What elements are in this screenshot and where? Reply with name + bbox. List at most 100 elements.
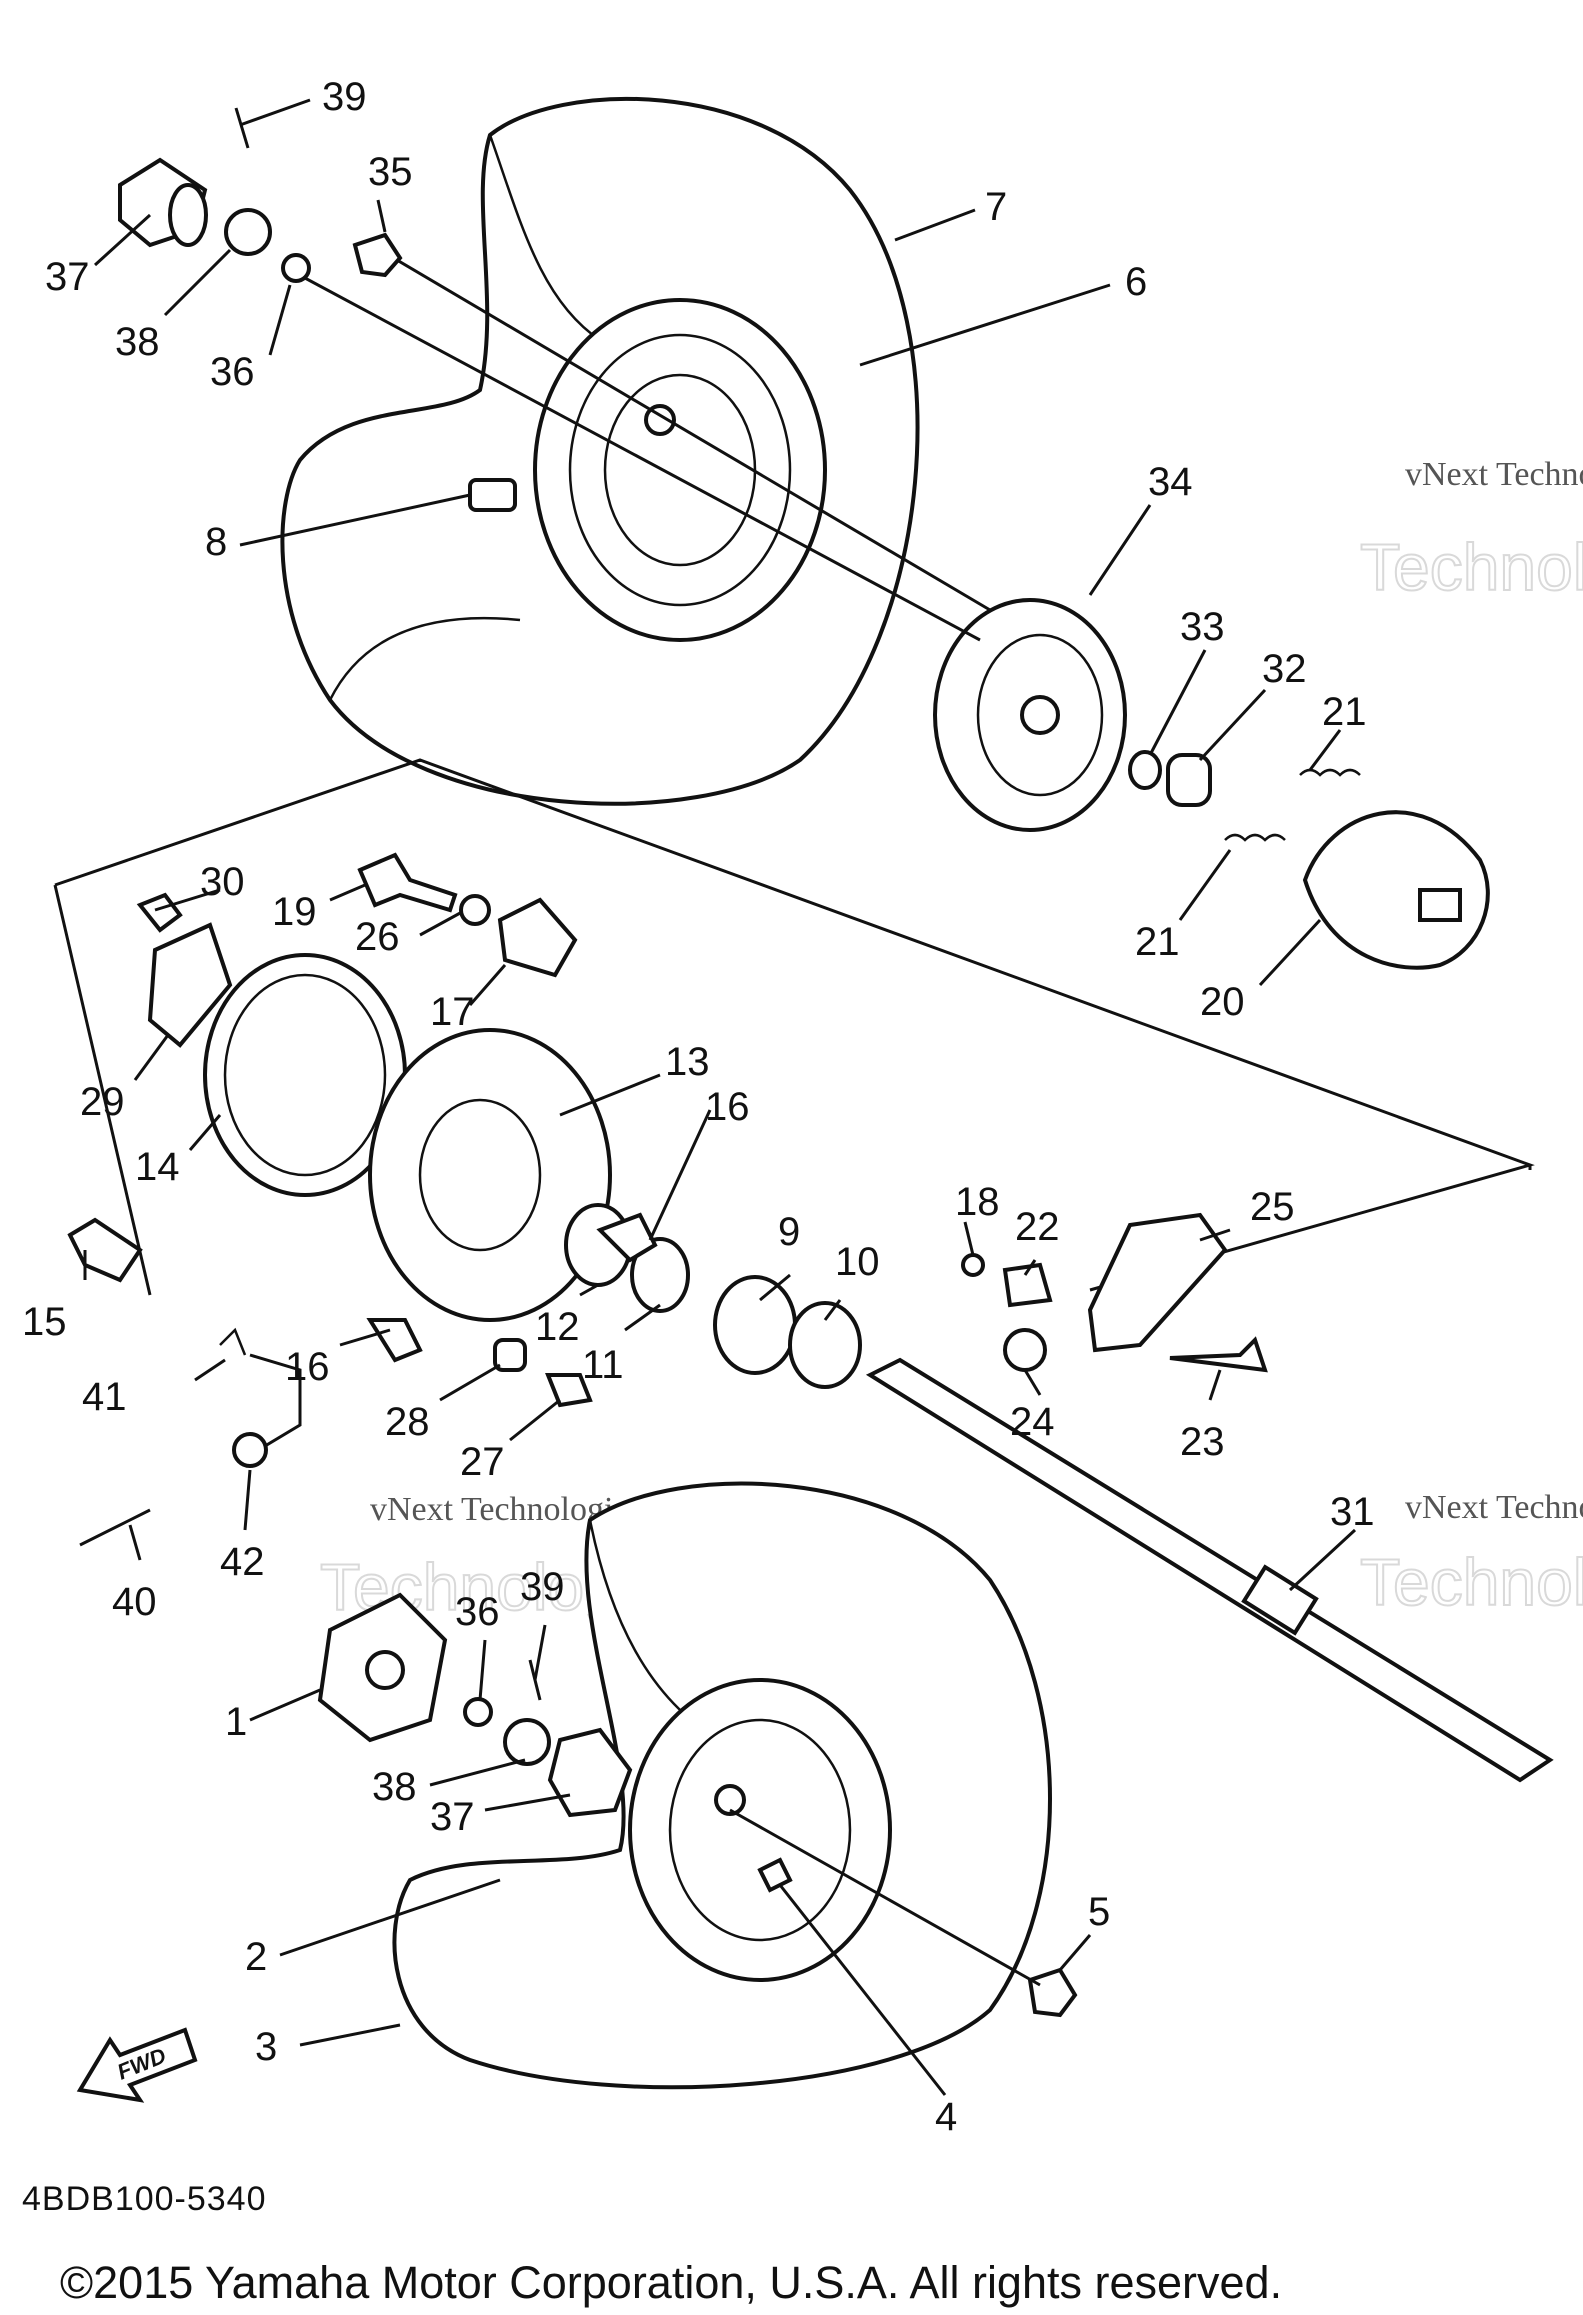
callout-37-lower: 37 (430, 1795, 475, 1839)
watermark-logo-2: Technologies (1360, 530, 1583, 604)
bushing-32 (1166, 753, 1212, 807)
callout-labels: 39 37 38 36 35 7 6 8 34 33 32 21 21 20 3… (22, 75, 1375, 2139)
callout-33: 33 (1180, 605, 1225, 649)
callout-13: 13 (665, 1040, 710, 1084)
callout-24: 24 (1010, 1400, 1055, 1444)
castle-nut-lower (503, 1718, 551, 1766)
lower-wheel-assembly (317, 1481, 1078, 2090)
bracket-17 (497, 897, 578, 978)
callout-5: 5 (1088, 1890, 1110, 1934)
callout-6: 6 (1125, 260, 1147, 304)
seal-10 (788, 1301, 862, 1389)
watermark-text-2: vNext Technologies (1405, 456, 1583, 493)
axle-shaft-31 (865, 1357, 1554, 1783)
bolt-19 (357, 852, 458, 913)
cam-lever-25 (1087, 1212, 1228, 1353)
callout-39-upper: 39 (322, 75, 367, 119)
document-code: 4BDB100-5340 (22, 2180, 267, 2218)
callout-16-lower: 16 (285, 1345, 330, 1389)
spring-21-lower (1224, 833, 1286, 842)
callout-11: 11 (582, 1343, 624, 1387)
callout-27: 27 (460, 1440, 505, 1484)
callout-22: 22 (1015, 1205, 1060, 1249)
callout-9: 9 (778, 1210, 800, 1254)
plate-22 (1002, 1262, 1053, 1308)
plate-29 (147, 922, 233, 1048)
callout-26: 26 (355, 915, 400, 959)
bolt-23 (1169, 1336, 1268, 1373)
copyright-notice: ©2015 Yamaha Motor Corporation, U.S.A. A… (60, 2257, 1282, 2308)
seal-11 (630, 1237, 690, 1313)
callout-42: 42 (220, 1540, 265, 1584)
fwd-arrow: FWD (76, 2027, 198, 2103)
callout-2: 2 (245, 1935, 267, 1979)
callout-39-lower: 39 (520, 1565, 565, 1609)
callout-40: 40 (112, 1580, 157, 1624)
pin-40 (79, 1508, 151, 1547)
callout-14: 14 (135, 1145, 180, 1189)
brake-panel-13 (368, 1028, 612, 1322)
clip-41 (219, 1327, 247, 1356)
bearing-9 (713, 1275, 797, 1375)
bolt-16-upper (596, 1212, 658, 1263)
callout-17: 17 (430, 990, 475, 1034)
nut-upper-35 (352, 232, 403, 278)
valve-upper (468, 478, 517, 512)
watermark-logo-4: Technologies (1360, 1545, 1583, 1619)
callout-31: 31 (1330, 1490, 1375, 1534)
callout-10: 10 (835, 1240, 880, 1284)
callout-23: 23 (1180, 1420, 1225, 1464)
cable-guide-42 (249, 1353, 302, 1457)
oring-18 (961, 1253, 985, 1277)
callout-28: 28 (385, 1400, 430, 1444)
castle-nut-upper (224, 208, 272, 256)
callout-36-lower: 36 (455, 1590, 500, 1634)
brake-shoe (1302, 810, 1490, 970)
oring-33 (1128, 750, 1162, 790)
bolt-16-lower (366, 1318, 423, 1363)
callout-15: 15 (22, 1300, 67, 1344)
watermark-text-4: vNext Technologies (1405, 1489, 1583, 1526)
washer-26 (459, 894, 491, 926)
callout-29: 29 (80, 1080, 125, 1124)
collar-28 (493, 1338, 527, 1372)
callout-25: 25 (1250, 1185, 1295, 1229)
axle-nut-cap-lower (547, 1727, 633, 1818)
callout-32: 32 (1262, 647, 1307, 691)
callout-18: 18 (955, 1180, 1000, 1224)
callout-37-upper: 37 (45, 255, 90, 299)
callout-19: 19 (272, 890, 317, 934)
callout-12: 12 (535, 1305, 580, 1349)
nut-5 (1027, 1967, 1078, 2018)
bolt-30 (136, 892, 183, 933)
callout-38-lower: 38 (372, 1765, 417, 1809)
washer-lower (463, 1697, 493, 1727)
callout-8: 8 (205, 520, 227, 564)
callout-7: 7 (985, 185, 1007, 229)
assembly-outline (53, 758, 1535, 1296)
callout-16-upper: 16 (705, 1085, 750, 1129)
callout-36-upper: 36 (210, 350, 255, 394)
stud-4 (757, 1857, 793, 1893)
upper-wheel-assembly (118, 96, 1490, 970)
spring-21-upper (1299, 768, 1361, 777)
callout-4: 4 (935, 2095, 957, 2139)
callout-34: 34 (1148, 460, 1193, 504)
sensor-15 (67, 1217, 143, 1283)
callout-21-upper: 21 (1322, 690, 1367, 734)
callout-35: 35 (368, 150, 413, 194)
callout-3: 3 (255, 2025, 277, 2069)
bolt-27 (545, 1373, 593, 1408)
callout-38-upper: 38 (115, 320, 160, 364)
leader-lines (83, 98, 1357, 2096)
nut-24 (1003, 1328, 1047, 1372)
callout-20: 20 (1200, 980, 1245, 1024)
callout-21-lower: 21 (1135, 920, 1180, 964)
callout-41: 41 (82, 1375, 127, 1419)
hub-assembly (67, 852, 1554, 1783)
wheel-upper (533, 298, 827, 642)
callout-1: 1 (225, 1700, 247, 1744)
washer-upper (281, 253, 311, 283)
callout-30: 30 (200, 860, 245, 904)
